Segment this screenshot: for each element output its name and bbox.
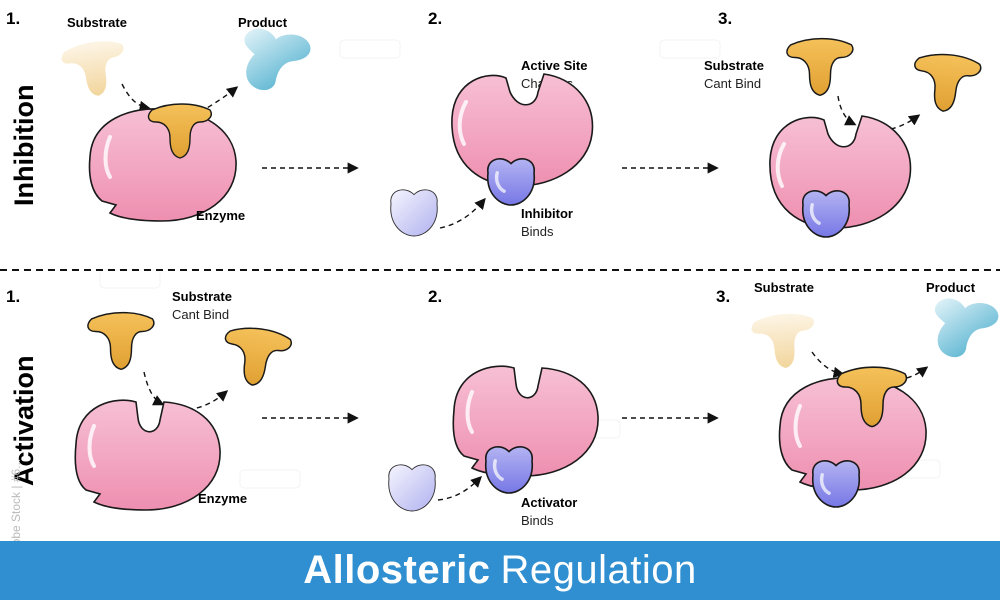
title-bold: Allosteric bbox=[303, 548, 491, 592]
inhibition-step3-number: 3. bbox=[718, 9, 732, 28]
activation-step3-number: 3. bbox=[716, 287, 730, 306]
inhibitor-bind-arrow bbox=[439, 197, 486, 229]
activation-substrate-faded bbox=[750, 311, 818, 371]
activator-binds-label: Binds bbox=[521, 513, 554, 528]
activation-step1-out-arrow bbox=[169, 390, 229, 411]
activator-bound bbox=[484, 445, 534, 495]
inhibition-cant-bind-label: Cant Bind bbox=[704, 76, 761, 91]
inhibition-product-shape bbox=[236, 26, 313, 98]
inhibitor-bound bbox=[486, 157, 536, 207]
inhibition-product-label: Product bbox=[238, 15, 288, 30]
inhibition-substrate-label: Substrate bbox=[67, 15, 127, 30]
inhibition-step2-number: 2. bbox=[428, 9, 442, 28]
active-site-label: Active Site bbox=[521, 58, 587, 73]
activation-enzyme-label: Enzyme bbox=[198, 491, 247, 506]
activation-step3-activator bbox=[811, 459, 861, 509]
inhibitor-free bbox=[390, 189, 438, 237]
activation-step3-in-arrow bbox=[811, 351, 845, 378]
inhibition-side-label: Inhibition bbox=[9, 85, 39, 206]
inhibition-step3-substrate bbox=[786, 37, 854, 97]
activation-substrate-label: Substrate bbox=[172, 289, 232, 304]
activation-step1-number: 1. bbox=[6, 287, 20, 306]
activation-cant-bind-label: Cant Bind bbox=[172, 307, 229, 322]
inhibition-enzyme-1 bbox=[87, 106, 239, 223]
activation-step1-unbound-substrate bbox=[218, 323, 294, 391]
inhibition-step3-in-arrow bbox=[837, 95, 857, 126]
inhibition-substrate-arrow bbox=[121, 83, 151, 112]
inhibition-substrate-faded bbox=[59, 37, 130, 101]
activation-step1-in-arrow bbox=[143, 371, 165, 406]
inhibitor-label: Inhibitor bbox=[521, 206, 573, 221]
activator-bind-arrow bbox=[437, 476, 482, 501]
activation-product-shape bbox=[928, 296, 1000, 363]
watermark-text: Adobe Stock | #6... bbox=[9, 459, 23, 560]
title-banner: Allosteric Regulation bbox=[0, 541, 1000, 600]
inhibitor-binds-label: Binds bbox=[521, 224, 554, 239]
activator-label: Activator bbox=[521, 495, 577, 510]
inhibition-step3-substrate-label: Substrate bbox=[704, 58, 764, 73]
activation-step2-number: 2. bbox=[428, 287, 442, 306]
activator-free bbox=[388, 464, 436, 512]
inhibition-enzyme-label: Enzyme bbox=[196, 208, 245, 223]
inhibition-step3-out-arrow bbox=[863, 114, 921, 133]
title-light: Regulation bbox=[500, 548, 697, 592]
activation-step1-substrate bbox=[87, 311, 155, 371]
inhibition-step3-unbound-substrate bbox=[909, 50, 983, 116]
activation-side-label: Activation bbox=[9, 355, 39, 486]
activation-product-label: Product bbox=[926, 280, 976, 295]
activation-step3-substrate-label: Substrate bbox=[754, 280, 814, 295]
inhibition-step3-inhibitor bbox=[801, 189, 851, 239]
inhibition-step1-number: 1. bbox=[6, 9, 20, 28]
